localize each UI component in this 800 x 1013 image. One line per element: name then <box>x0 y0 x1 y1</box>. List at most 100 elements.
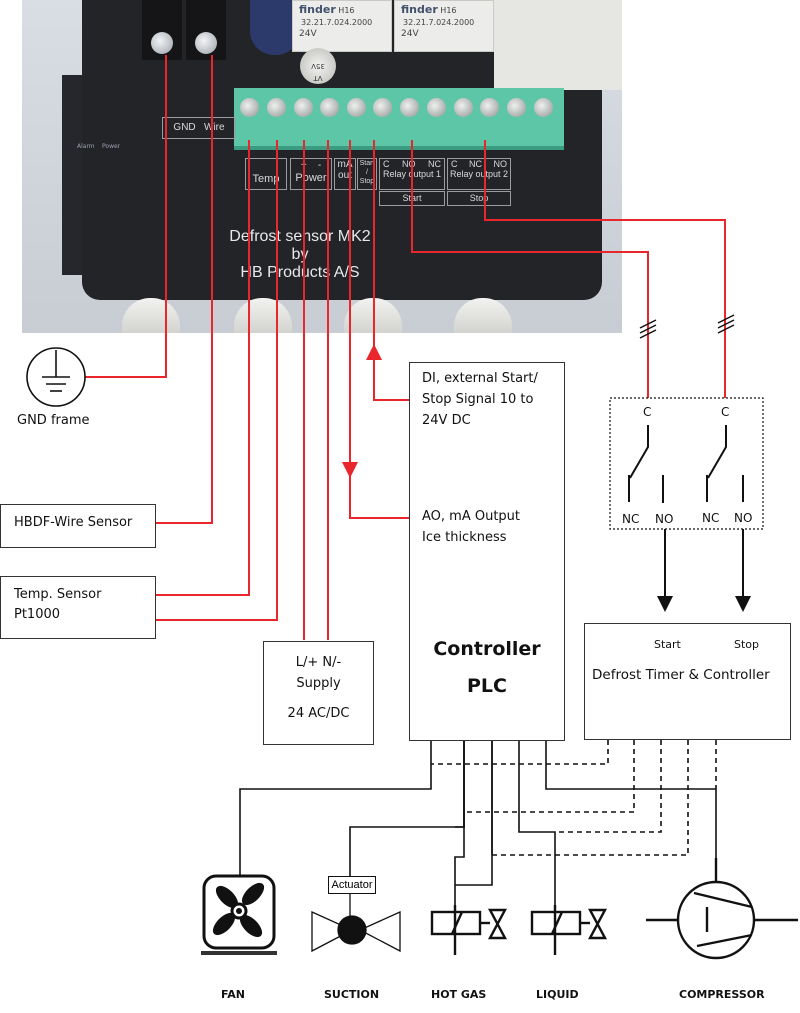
controller-plc-box: DI, external Start/ Stop Signal 10 to 24… <box>409 362 565 741</box>
timer-output-lines <box>431 740 717 856</box>
wire-hbdf <box>155 55 213 524</box>
wire-di <box>373 140 410 401</box>
terminal-screw-icon <box>240 98 259 117</box>
terminal-screw-icon <box>400 98 419 117</box>
relay-nc-right-label: NC <box>702 511 720 525</box>
pcb-title-line1: Defrost sensor MK2 <box>229 228 371 245</box>
relay-switch-box <box>609 397 764 530</box>
silk-start: Start <box>359 160 375 167</box>
silk-temp: Temp <box>245 158 287 190</box>
silk-start-stop: Start / Stop <box>357 158 377 190</box>
gnd-screw-terminal <box>142 0 182 60</box>
terminal-block <box>234 88 564 150</box>
controller-title: Controller PLC <box>410 631 564 705</box>
led-power-label: Power <box>102 143 121 150</box>
relay-rating: 24V <box>401 29 419 39</box>
relay-2: finder H16 32.21.7.024.2000 24V <box>394 0 494 52</box>
di-line2: Stop Signal 10 to <box>422 392 534 407</box>
wire-relay2-c <box>484 140 726 398</box>
terminal-screw-icon <box>347 98 366 117</box>
relay-no-right-label: NO <box>734 511 753 525</box>
silk-slash: / <box>366 169 368 176</box>
relay-code: H16 <box>440 6 457 15</box>
compressor-label: COMPRESSOR <box>679 988 765 1001</box>
relay-switch-contacts <box>628 425 744 503</box>
terminal-screw-icon <box>320 98 339 117</box>
terminal-screw-icon <box>294 98 313 117</box>
di-line3: 24V DC <box>422 413 471 428</box>
temp-sensor-line2: Pt1000 <box>14 607 61 622</box>
hbdf-wire-sensor-label: HBDF-Wire Sensor <box>14 515 133 530</box>
hot-gas-solenoid-icon <box>430 905 508 955</box>
pcb-photo: finder H16 32.21.7.024.2000 24V finder H… <box>22 0 622 333</box>
relay-brand: finder <box>299 3 336 16</box>
liquid-solenoid-icon <box>530 905 608 955</box>
timer-title: Defrost Timer & Controller <box>592 667 770 683</box>
pcb-title-line3: HB Products A/S <box>240 264 360 281</box>
supply-line1: L/+ N/- <box>295 655 342 670</box>
silk-gnd-wire: GND Wire <box>162 117 236 139</box>
suction-valve-icon <box>311 893 401 953</box>
fan-icon <box>201 874 277 955</box>
supply-box: L/+ N/- Supply 24 AC/DC <box>263 641 374 745</box>
relay2-pin-c: C <box>451 159 458 169</box>
relay-code: H16 <box>338 6 355 15</box>
ao-line2: Ice thickness <box>422 530 507 545</box>
relay-part: 32.21.7.024.2000 <box>403 18 475 27</box>
terminal-screw-icon <box>267 98 286 117</box>
relay-part: 32.21.7.024.2000 <box>301 18 373 27</box>
terminal-screw-icon <box>507 98 526 117</box>
wire-ao <box>349 140 410 519</box>
temp-sensor-label: Temp. Sensor Pt1000 <box>1 577 155 625</box>
compressor-icon <box>646 858 798 960</box>
silk-relay2: C NC NO Relay output 2 <box>447 158 511 190</box>
temp-sensor-line1: Temp. Sensor <box>14 587 102 602</box>
wire-screw-terminal <box>186 0 226 60</box>
di-label: DI, external Start/ Stop Signal 10 to 24… <box>410 363 564 431</box>
enclosure-edge <box>494 0 622 90</box>
silk-stop: Stop <box>359 178 375 185</box>
timer-stop-label: Stop <box>734 638 760 651</box>
relay1-pin-no: NO <box>402 159 416 169</box>
wire-gnd <box>85 55 167 378</box>
relay-c-left-label: C <box>643 405 652 419</box>
relay-c-right-label: C <box>721 405 730 419</box>
silk-gnd: GND <box>173 122 196 133</box>
relay2-pin-nc: NC <box>469 159 482 169</box>
relay2-pin-no: NO <box>493 159 508 169</box>
relay-nc-left-label: NC <box>622 512 640 526</box>
silk-out: out <box>338 170 352 181</box>
hot-gas-label: HOT GAS <box>431 988 487 1001</box>
relay1-pin-nc: NC <box>428 159 441 169</box>
silk-ma: mA <box>337 159 353 170</box>
screw-icon <box>151 32 173 54</box>
relay-to-timer-arrows <box>657 529 751 612</box>
controller-title-line1: Controller <box>433 638 541 660</box>
supply-label: L/+ N/- Supply 24 AC/DC <box>264 642 373 724</box>
supply-line3: 24 AC/DC <box>287 706 350 721</box>
defrost-timer-box: Start Stop Defrost Timer & Controller <box>584 623 791 740</box>
controller-title-line2: PLC <box>467 675 507 697</box>
wire-relay1-c <box>411 140 649 398</box>
silk-power-minus: - <box>317 160 322 171</box>
hbdf-wire-sensor-box: HBDF-Wire Sensor <box>0 504 156 548</box>
timer-start-label: Start <box>654 638 681 651</box>
terminal-screw-icon <box>534 98 553 117</box>
relay-brand: finder <box>401 3 438 16</box>
silk-relay2-func: Stop <box>447 191 511 206</box>
ao-line1: AO, mA Output <box>422 509 521 524</box>
silk-ma-out: mA out <box>334 158 356 190</box>
terminal-screw-icon <box>373 98 392 117</box>
cable-slash-marks <box>639 314 735 339</box>
led-alarm-label: Alarm <box>77 143 95 150</box>
relay-rating: 24V <box>299 29 317 39</box>
relay-no-left-label: NO <box>655 512 674 526</box>
di-line1: DI, external Start/ <box>422 371 538 386</box>
terminal-screw-icon <box>480 98 499 117</box>
suction-label: SUCTION <box>324 988 380 1001</box>
liquid-label: LIQUID <box>536 988 579 1001</box>
terminal-screw-icon <box>427 98 446 117</box>
supply-line2: Supply <box>296 676 341 691</box>
silk-wire: Wire <box>204 122 225 133</box>
